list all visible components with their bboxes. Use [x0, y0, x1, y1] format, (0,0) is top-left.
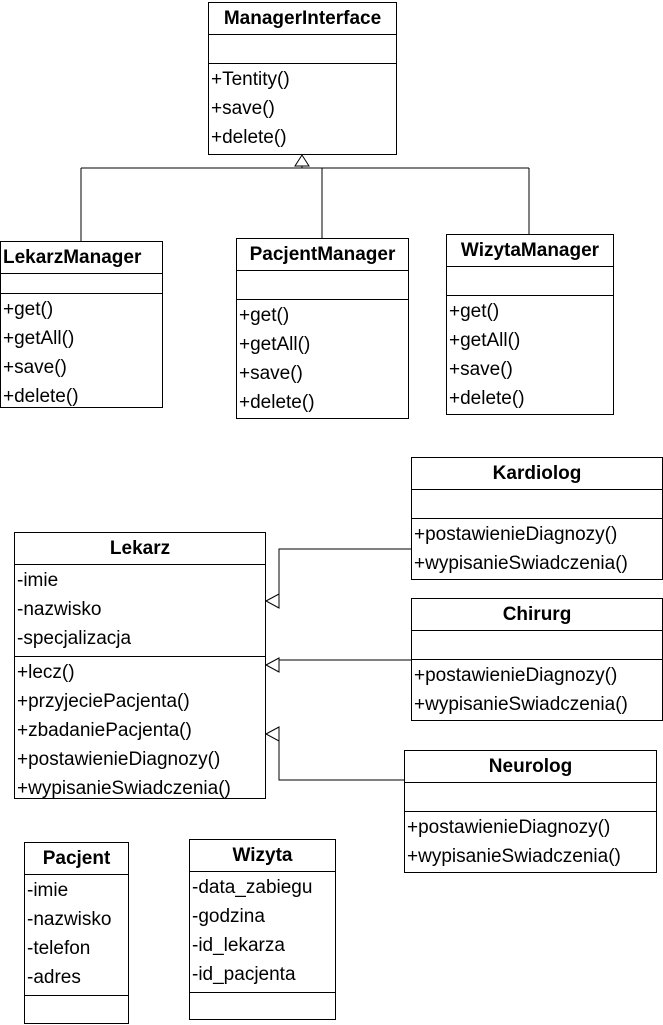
attributes-section: -imie -nazwisko -telefon -adres	[25, 875, 128, 995]
class-managerinterface[interactable]: ManagerInterface +Tentity() +save() +del…	[208, 2, 397, 155]
class-kardiolog[interactable]: Kardiolog +postawienieDiagnozy() +wypisa…	[411, 457, 663, 580]
attributes-section	[447, 267, 613, 295]
class-name: Lekarz	[15, 533, 265, 565]
method: +get()	[449, 301, 500, 322]
neurolog-arrowhead	[264, 726, 280, 742]
attributes-section	[237, 271, 408, 299]
method: +wypisanieSwiadczenia()	[17, 778, 231, 799]
connector-kardiolog	[278, 548, 411, 601]
method: +getAll()	[449, 330, 521, 351]
class-name: PacjentManager	[237, 239, 408, 271]
method: +get()	[239, 305, 290, 326]
method: +postawienieDiagnozy()	[414, 665, 618, 686]
method: +save()	[239, 363, 303, 384]
attribute: -id_lekarza	[192, 935, 285, 956]
attribute: -imie	[17, 570, 59, 591]
attribute: -godzina	[192, 906, 265, 927]
class-wizyta[interactable]: Wizyta -data_zabiegu -godzina -id_lekarz…	[189, 839, 336, 1020]
method: +wypisanieSwiadczenia()	[414, 553, 628, 574]
methods-section: +postawienieDiagnozy() +wypisanieSwiadcz…	[412, 659, 662, 722]
attribute: -nazwisko	[27, 909, 112, 930]
method: +wypisanieSwiadczenia()	[407, 846, 621, 867]
method: +delete()	[239, 392, 315, 413]
attributes-section: -data_zabiegu -godzina -id_lekarza -id_p…	[190, 872, 335, 992]
method: +postawienieDiagnozy()	[407, 817, 611, 838]
attributes-section	[405, 783, 656, 811]
attributes-section	[412, 490, 662, 518]
class-wizytamanager[interactable]: WizytaManager +get() +getAll() +save() +…	[446, 234, 614, 415]
kardiolog-arrowhead	[264, 593, 280, 609]
class-name: LekarzManager	[1, 242, 162, 274]
class-name: Chirurg	[412, 599, 662, 631]
attributes-section	[1, 274, 162, 293]
class-lekarzmanager[interactable]: LekarzManager +get() +getAll() +save() +…	[0, 241, 163, 408]
methods-section: +postawienieDiagnozy() +wypisanieSwiadcz…	[405, 811, 656, 874]
connector-neurolog	[278, 734, 404, 781]
attributes-section: -imie -nazwisko -specjalizacja	[15, 565, 265, 656]
methods-section: +Tentity() +save() +delete()	[209, 63, 396, 155]
attribute: -id_pacjenta	[192, 964, 296, 985]
interface-arrowhead	[294, 154, 310, 167]
method: +postawienieDiagnozy()	[17, 749, 221, 770]
attribute: -adres	[27, 967, 81, 988]
class-lekarz[interactable]: Lekarz -imie -nazwisko -specjalizacja +l…	[14, 532, 266, 799]
attribute: -specjalizacja	[17, 628, 132, 649]
class-name: Kardiolog	[412, 458, 662, 490]
method: +save()	[3, 357, 67, 378]
methods-section: +lecz() +przyjeciePacjenta() +zbadaniePa…	[15, 656, 265, 806]
class-name: Wizyta	[190, 840, 335, 872]
method: +save()	[449, 359, 513, 380]
method: +getAll()	[3, 328, 75, 349]
class-chirurg[interactable]: Chirurg +postawienieDiagnozy() +wypisani…	[411, 598, 663, 721]
class-neurolog[interactable]: Neurolog +postawienieDiagnozy() +wypisan…	[404, 750, 657, 873]
methods-section	[190, 992, 335, 1020]
methods-section	[25, 995, 128, 1023]
method: +delete()	[3, 386, 79, 407]
method: +wypisanieSwiadczenia()	[414, 694, 628, 715]
method: +delete()	[211, 127, 287, 148]
class-pacjentmanager[interactable]: PacjentManager +get() +getAll() +save() …	[236, 238, 409, 419]
methods-section: +get() +getAll() +save() +delete()	[237, 299, 408, 420]
method: +przyjeciePacjenta()	[17, 691, 190, 712]
attribute: -telefon	[27, 938, 91, 959]
attribute: -data_zabiegu	[192, 877, 313, 898]
class-name: Pacjent	[25, 843, 128, 875]
attribute: -nazwisko	[17, 599, 102, 620]
methods-section: +get() +getAll() +save() +delete()	[447, 295, 613, 416]
method: +delete()	[449, 388, 525, 409]
method: +Tentity()	[211, 69, 290, 90]
chirurg-arrowhead	[264, 657, 280, 673]
method: +save()	[211, 98, 275, 119]
class-name: Neurolog	[405, 751, 656, 783]
class-name: WizytaManager	[447, 235, 613, 267]
class-pacjent[interactable]: Pacjent -imie -nazwisko -telefon -adres	[24, 842, 129, 1024]
methods-section: +get() +getAll() +save() +delete()	[1, 293, 162, 414]
attributes-section	[209, 35, 396, 63]
methods-section: +postawienieDiagnozy() +wypisanieSwiadcz…	[412, 518, 662, 581]
class-name: ManagerInterface	[209, 3, 396, 35]
attribute: -imie	[27, 880, 69, 901]
method: +lecz()	[17, 662, 75, 683]
method: +zbadaniePacjenta()	[17, 720, 192, 741]
attributes-section	[412, 631, 662, 659]
method: +getAll()	[239, 334, 311, 355]
method: +postawienieDiagnozy()	[414, 524, 618, 545]
method: +get()	[3, 299, 54, 320]
